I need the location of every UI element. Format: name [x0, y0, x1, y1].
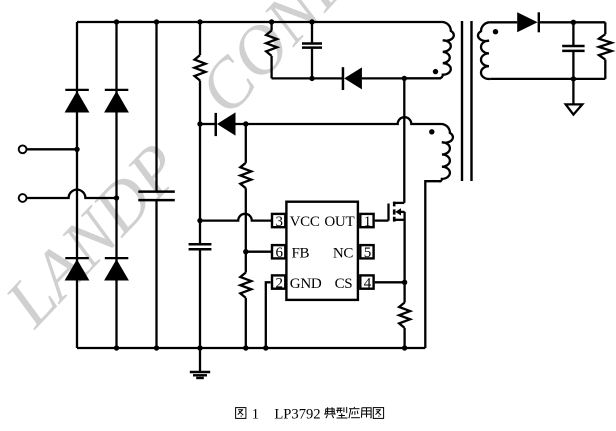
- svg-text:2: 2: [276, 275, 283, 291]
- svg-text:6: 6: [276, 245, 284, 261]
- svg-text:5: 5: [364, 245, 371, 261]
- svg-text:OUT: OUT: [324, 214, 354, 230]
- svg-text:NC: NC: [333, 245, 354, 261]
- svg-text:VCC: VCC: [290, 214, 320, 230]
- svg-text:1: 1: [364, 214, 371, 230]
- svg-text:3: 3: [276, 214, 283, 230]
- svg-text:FB: FB: [292, 245, 310, 261]
- svg-text:CS: CS: [335, 276, 353, 292]
- svg-text:LP3792: LP3792: [274, 407, 320, 423]
- svg-text:4: 4: [364, 275, 372, 291]
- svg-text:1: 1: [252, 407, 259, 423]
- svg-text:GND: GND: [290, 276, 322, 292]
